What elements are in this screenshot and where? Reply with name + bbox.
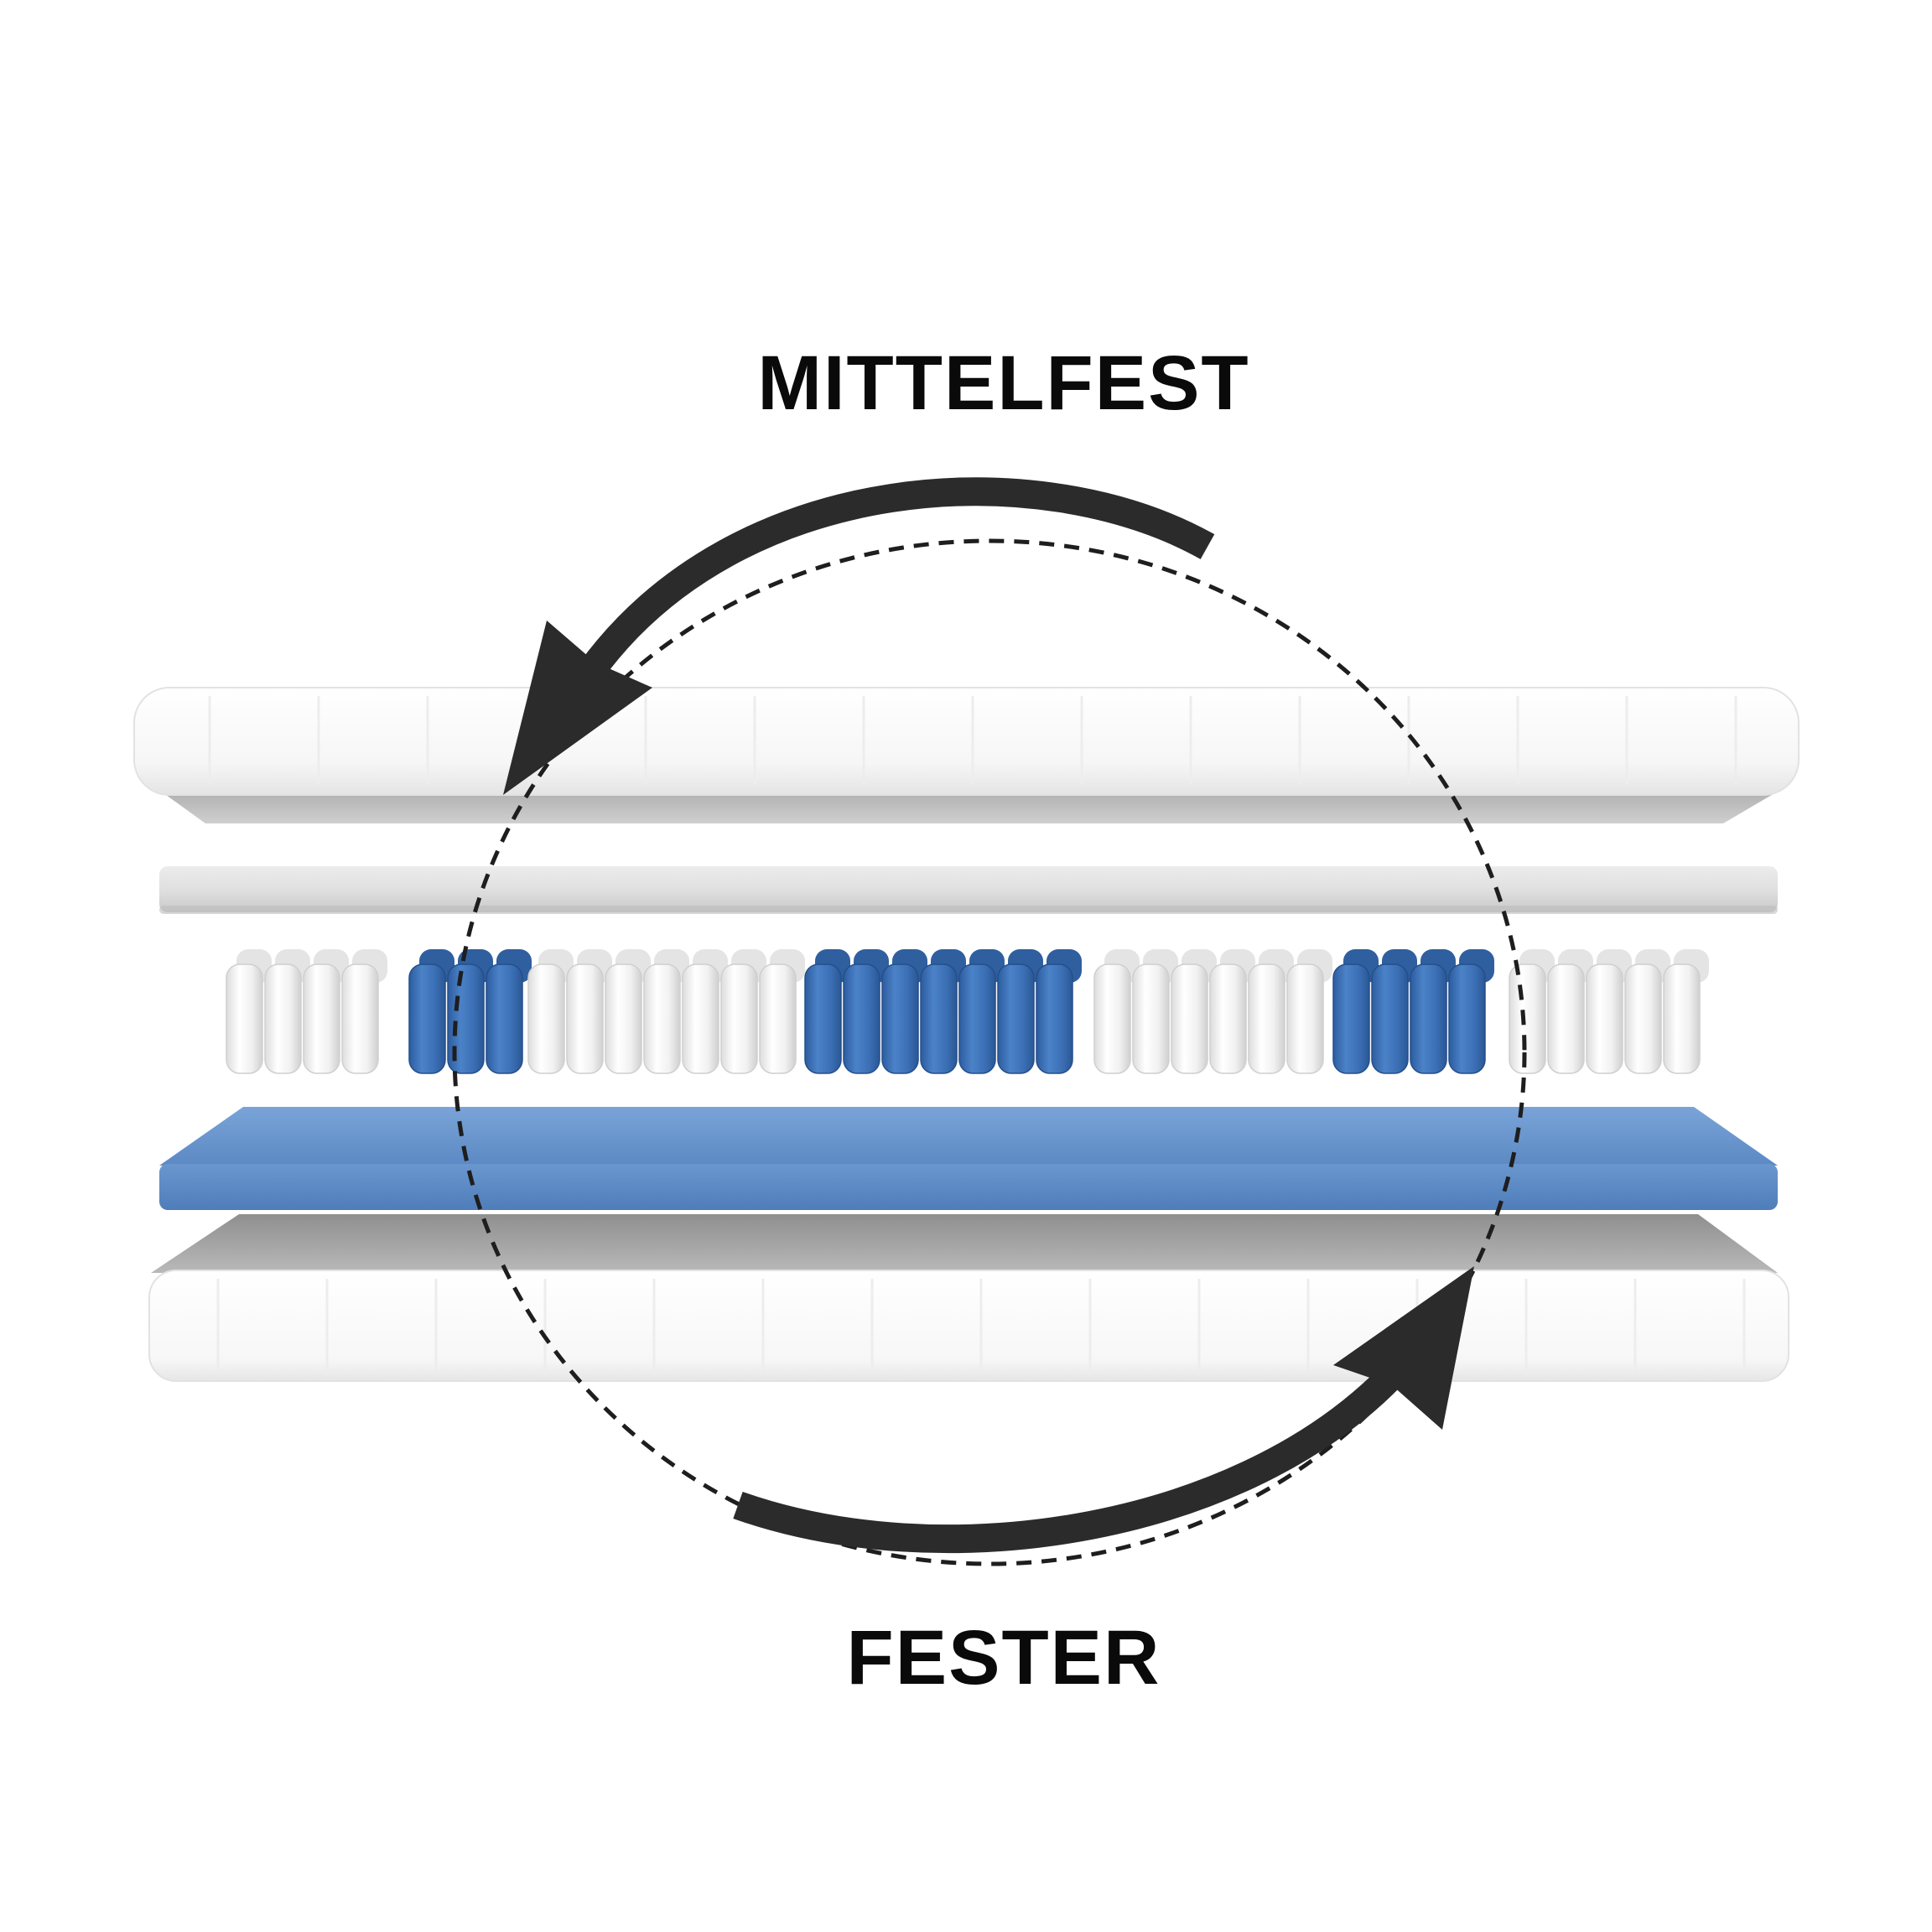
spring-pocket-white — [1624, 963, 1662, 1074]
spring-pocket-blue — [997, 963, 1035, 1074]
spring-pocket-blue — [958, 963, 996, 1074]
grey-foam-layer — [159, 866, 1778, 914]
spring-pocket-blue — [1371, 963, 1409, 1074]
rotation-dashed-circle — [452, 538, 1527, 1566]
spring-pocket-white — [341, 963, 379, 1074]
top-cover-quilting — [208, 696, 1737, 784]
spring-pocket-blue — [920, 963, 958, 1074]
blue-foam-layer — [159, 1107, 1778, 1210]
spring-pocket-white — [682, 963, 719, 1074]
spring-pocket-blue — [1410, 963, 1447, 1074]
spring-pocket-blue — [408, 963, 446, 1074]
spring-pocket-white — [759, 963, 797, 1074]
pocket-spring-core — [226, 949, 1709, 1074]
spring-pocket-white — [226, 963, 263, 1074]
spring-pocket-white — [1171, 963, 1208, 1074]
curved-arrow-clockwise-icon — [733, 1266, 1474, 1554]
bottom-cover — [148, 1214, 1789, 1382]
spring-pocket-blue — [486, 963, 523, 1074]
spring-pocket-white — [264, 963, 302, 1074]
spring-pocket-white — [1547, 963, 1585, 1074]
spring-pocket-white — [566, 963, 604, 1074]
firmness-label-medium: MITTELFEST — [757, 340, 1250, 426]
bottom-cover-quilting — [216, 1279, 1746, 1371]
spring-pocket-blue — [1036, 963, 1073, 1074]
spring-pocket-white — [643, 963, 681, 1074]
spring-pocket-blue — [804, 963, 842, 1074]
spring-pocket-white — [605, 963, 642, 1074]
spring-pocket-white — [1209, 963, 1247, 1074]
spring-pocket-white — [1509, 963, 1546, 1074]
spring-pocket-white — [527, 963, 565, 1074]
spring-pocket-white — [1286, 963, 1324, 1074]
spring-pocket-white — [1248, 963, 1285, 1074]
spring-pocket-white — [303, 963, 340, 1074]
spring-pocket-blue — [881, 963, 919, 1074]
spring-pocket-white — [1586, 963, 1623, 1074]
spring-pocket-blue — [843, 963, 880, 1074]
spring-pocket-white — [1132, 963, 1170, 1074]
top-cover — [133, 687, 1800, 823]
firmness-label-firmer: FESTER — [846, 1615, 1161, 1701]
curved-arrow-counterclockwise-icon — [503, 477, 1215, 795]
spring-pocket-white — [1093, 963, 1131, 1074]
spring-pocket-white — [1663, 963, 1701, 1074]
spring-pocket-blue — [1448, 963, 1486, 1074]
spring-pocket-blue — [1332, 963, 1370, 1074]
spring-pocket-white — [720, 963, 758, 1074]
spring-pocket-blue — [447, 963, 485, 1074]
